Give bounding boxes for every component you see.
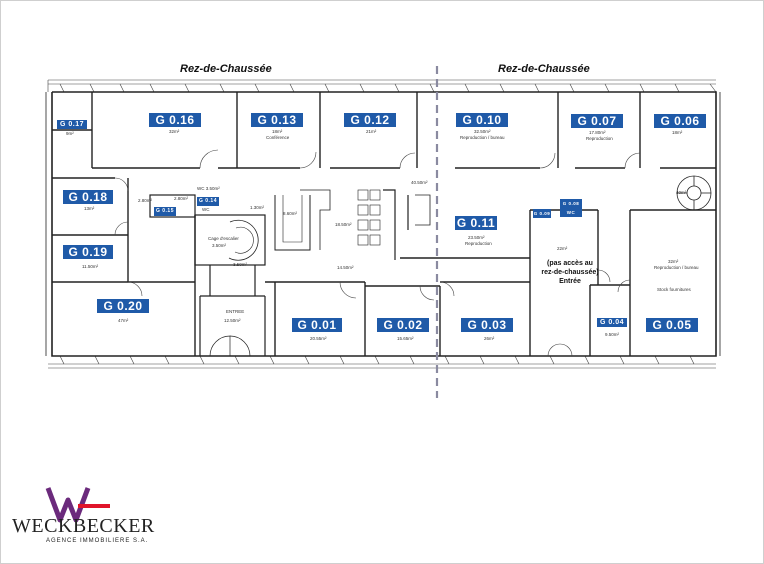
note-stair-right: 40m²: [676, 190, 687, 195]
left-column-walls: [52, 177, 196, 356]
room-label-g010: G 0.10: [456, 113, 508, 127]
note-lift-area2: 3.50m²: [233, 262, 248, 267]
room-label-g020: G 0.20: [97, 299, 149, 313]
room-area-g016: 32m²: [169, 129, 180, 134]
room-label-g001: G 0.01: [292, 318, 342, 332]
room-area-g011: 23.50m²: [468, 235, 485, 240]
room-area-g017: 9m²: [66, 131, 74, 136]
room-label-g013: G 0.13: [251, 113, 303, 127]
room-label-g011: G 0.11: [455, 216, 497, 230]
note-entree-area: 12.50m²: [224, 318, 241, 323]
room-label-g003: G 0.03: [461, 318, 513, 332]
room-label-g006: G 0.06: [654, 114, 706, 128]
roof-edge-bottom: [48, 355, 716, 369]
wing-title-left: Rez-de-Chaussée: [180, 63, 272, 75]
room-label-g019: G 0.19: [63, 245, 113, 259]
note-right-area: 22m²: [557, 246, 568, 251]
room-use2-g005: Stock fournitures: [657, 287, 691, 292]
room-label-g002: G 0.02: [377, 318, 429, 332]
room-area-g020: 47m²: [118, 318, 129, 323]
room-label-g018: G 0.18: [63, 190, 113, 204]
room-use-g005: Reproduction / bureau: [654, 265, 699, 270]
note-stair-top: 40.50m²: [411, 180, 428, 185]
central-furniture: [274, 189, 431, 260]
room-label-g017: G 0.17: [57, 120, 87, 129]
spiral-stair: [676, 175, 712, 211]
room-label-g007: G 0.07: [571, 114, 623, 128]
room-label-g005: G 0.05: [646, 318, 698, 332]
room-use-g007: Reproduction: [586, 136, 613, 141]
note-corridor-a: 8.60m²: [283, 211, 298, 216]
room-area-g012: 21m²: [366, 129, 377, 134]
door-swings: [114, 149, 641, 357]
room-sub-g008: WC: [560, 208, 582, 217]
annotation-line-3: Entrée: [559, 278, 581, 285]
note-entree: ENTREE: [226, 309, 245, 314]
room-label-g009: G 0.09: [533, 209, 551, 218]
wing-title-right: Rez-de-Chaussée: [498, 63, 590, 75]
bottom-row-walls: [265, 209, 716, 356]
room-area-g004: 9.50m²: [605, 332, 620, 337]
note-corridor-b: 18.50m²: [335, 222, 352, 227]
room-area-g014: 2.80m²: [174, 196, 189, 201]
annotation-line-1: (pas accès au: [547, 260, 593, 267]
room-area-g019: 11.50m²: [82, 264, 99, 269]
room-label-g012: G 0.12: [344, 113, 396, 127]
annotation-line-2: rez-de-chaussée): [541, 269, 599, 276]
room-label-g014: G 0.14: [197, 197, 219, 206]
access-annotation: (pas accès au rez-de-chaussée) Entrée: [530, 259, 610, 286]
note-lift-area: 3.50m²: [212, 243, 227, 248]
stair-block: [149, 194, 266, 357]
note-lift-top: Cage d'escalier: [208, 236, 239, 241]
note-corridor-main: 14.50m²: [337, 265, 354, 270]
room-area-g003: 26m²: [484, 336, 495, 341]
room-label-g008: G 0.08: [560, 199, 582, 208]
note-right-hall: 1.30m²: [250, 205, 265, 210]
room-label-g004: G 0.04: [597, 318, 627, 327]
note-wc-top: WC 3.50m²: [197, 186, 220, 191]
room-area-g007: 17.80m²: [589, 130, 606, 135]
top-row-walls: [52, 92, 716, 169]
roof-edge-top: [47, 79, 717, 93]
room-area-g006: 18m²: [672, 130, 683, 135]
outer-walls: [45, 91, 721, 357]
note-left-hall: 2.80m²: [138, 198, 153, 203]
room-area-g005: 32m²: [668, 259, 679, 264]
note-wc-mid: WC: [202, 207, 210, 212]
logo-tagline: AGENCE IMMOBILIERE S.A.: [46, 538, 149, 544]
room-area-g010: 32.50m²: [474, 129, 491, 134]
room-use-g013: Conférence: [266, 135, 290, 140]
logo-name: WECKBECKER: [12, 515, 155, 537]
room-label-g015: G 0.15: [154, 207, 176, 216]
room-area-g013: 18m²: [272, 129, 283, 134]
room-label-g016: G 0.16: [149, 113, 201, 127]
room-area-g018: 13m²: [84, 206, 95, 211]
room-use-g011: Reproduction: [465, 241, 492, 246]
room-area-g002: 15.65m²: [397, 336, 414, 341]
weckbecker-logo-mark: [45, 487, 110, 523]
room-area-g001: 20.55m²: [310, 336, 327, 341]
room-use-g010: Reproduction / bureau: [460, 135, 505, 140]
